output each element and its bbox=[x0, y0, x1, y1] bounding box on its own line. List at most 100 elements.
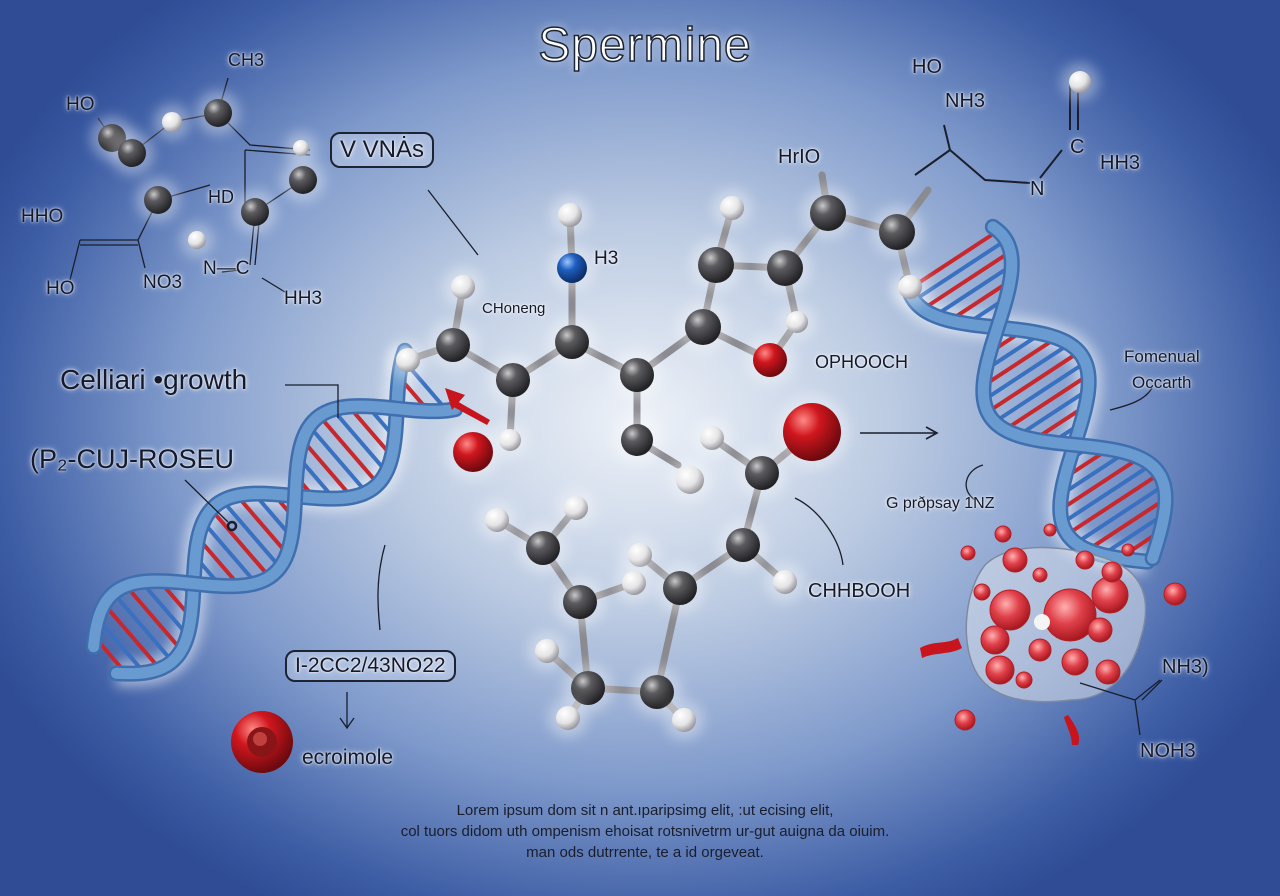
dna-base-pair bbox=[1059, 456, 1141, 512]
dna-base-pair bbox=[986, 350, 1081, 414]
label-ho-top-right: HO bbox=[912, 56, 942, 78]
dna-base-pair bbox=[921, 250, 1012, 311]
dna-base-pair bbox=[124, 584, 183, 652]
hydrogen-atom bbox=[676, 466, 704, 494]
cell-vesicle bbox=[1091, 576, 1129, 614]
cell-vesicle bbox=[1163, 582, 1187, 606]
dna-base-pair bbox=[221, 499, 282, 569]
carbon-atom bbox=[563, 585, 597, 619]
dna-base-pair bbox=[948, 279, 1012, 323]
cell-vesicle bbox=[994, 525, 1012, 543]
label-hrio: HrIO bbox=[778, 146, 821, 168]
caption-line: Lorem ipsum dom sit n ant.ıparipsimg eli… bbox=[456, 802, 834, 819]
cell-vesicle bbox=[989, 589, 1031, 631]
carbon-atom bbox=[571, 671, 605, 705]
label-ho-topleft: HO bbox=[66, 94, 95, 115]
label-n-right: N bbox=[1030, 178, 1045, 200]
hydrogen-atom bbox=[1069, 71, 1091, 93]
cell-vesicle bbox=[1101, 561, 1123, 583]
label-choneng: CHoneng bbox=[482, 300, 546, 317]
dna-strand-highlight bbox=[110, 345, 411, 680]
caption: Lorem ipsum dom sit n ant.ıparipsimg eli… bbox=[0, 800, 1280, 863]
oxygen-atom bbox=[453, 432, 493, 472]
hydrogen-atom bbox=[700, 426, 724, 450]
dna-base-pair bbox=[96, 617, 146, 675]
dna-base-pair bbox=[235, 494, 289, 556]
hydrogen-atom bbox=[396, 348, 420, 372]
cell-vesicle bbox=[973, 583, 991, 601]
hydrogen-atom bbox=[786, 311, 808, 333]
label-nh3-top-right: NH3 bbox=[945, 90, 986, 112]
dna-base-pair bbox=[1086, 497, 1167, 552]
dna-base-pair bbox=[347, 405, 394, 458]
cell-vesicle bbox=[980, 625, 1010, 655]
cell-vesicle bbox=[1032, 567, 1048, 583]
hydrogen-atom bbox=[499, 429, 521, 451]
atoms bbox=[90, 63, 1099, 740]
dna-strand-highlight bbox=[977, 221, 1172, 564]
hydrogen-atom bbox=[720, 196, 744, 220]
dna-base-pair bbox=[1003, 373, 1090, 432]
label-fomenual: Fomenual bbox=[1124, 347, 1200, 366]
hydrogen-atom bbox=[451, 275, 475, 299]
dna-base-pair bbox=[982, 342, 1071, 402]
carbon-atom bbox=[879, 214, 915, 250]
dna-base-pair bbox=[201, 520, 258, 585]
label-chhbooh: CHHBOOH bbox=[808, 580, 911, 602]
dna-base-pair bbox=[196, 536, 241, 588]
hydrogen-atom bbox=[628, 543, 652, 567]
carbon-atom bbox=[555, 325, 589, 359]
cell-vesicle bbox=[1002, 547, 1028, 573]
label-cellular-growth: Celliari •growth bbox=[60, 364, 248, 395]
dna-base-pair bbox=[301, 438, 354, 499]
label-ch3: CH3 bbox=[228, 50, 265, 70]
carbon-atom bbox=[144, 186, 172, 214]
cell-vesicle bbox=[1095, 659, 1121, 685]
hydrogen-atom bbox=[558, 203, 582, 227]
label-noh3: NOH3 bbox=[1140, 740, 1196, 762]
cell-vesicle bbox=[985, 655, 1015, 685]
cell-vesicle bbox=[960, 545, 976, 561]
nitrogen-atom bbox=[557, 253, 587, 283]
carbon-atom bbox=[685, 309, 721, 345]
oxygen-atom bbox=[783, 403, 841, 461]
label-occarth: Occarth bbox=[1132, 373, 1192, 392]
dna-base-pair bbox=[933, 263, 1013, 318]
cell-vesicle bbox=[1028, 638, 1052, 662]
hydrogen-atom bbox=[672, 708, 696, 732]
carbon-atom bbox=[726, 528, 760, 562]
label-g-prpsay: G prðpsay 1NZ bbox=[886, 495, 995, 512]
hydrogen-atom bbox=[293, 140, 309, 156]
hydrogen-atom bbox=[535, 639, 559, 663]
dna-base-pair bbox=[1066, 472, 1161, 536]
dna-base-pair bbox=[982, 336, 1058, 388]
label-hh3-left: HH3 bbox=[284, 288, 323, 309]
carbon-atom bbox=[745, 456, 779, 490]
hydrogen-atom bbox=[556, 706, 580, 730]
dna-base-pair bbox=[331, 408, 388, 474]
label-formula-box: I-2CC2/43NO22 bbox=[285, 650, 456, 682]
dna-base-pair bbox=[102, 603, 162, 671]
dna-base-pair bbox=[140, 580, 190, 637]
label-p2-cuj-roseu: (P₂-CUJ-ROSEU bbox=[30, 444, 234, 474]
cell-vesicle bbox=[1087, 617, 1113, 643]
dna-helices bbox=[85, 218, 1174, 687]
carbon-atom bbox=[767, 250, 803, 286]
carbon-atom bbox=[118, 139, 146, 167]
carbon-atom bbox=[241, 198, 269, 226]
carbon-atom bbox=[436, 328, 470, 362]
carbon-atom bbox=[204, 99, 232, 127]
carbon-atom bbox=[810, 195, 846, 231]
carbon-atom bbox=[640, 675, 674, 709]
label-c-right: C bbox=[1070, 136, 1085, 158]
label-ecroimole: ecroimole bbox=[302, 746, 394, 769]
caption-line: man ods dutrrente, te a id orgeveat. bbox=[526, 844, 764, 861]
dna-strand-highlight bbox=[901, 277, 1153, 568]
dna-base-pair bbox=[317, 414, 380, 486]
label-hd: HD bbox=[208, 187, 234, 207]
label-ophooch: OPHOOCH bbox=[815, 352, 909, 372]
carbon-atom bbox=[698, 247, 734, 283]
label-hh3-right: HH3 bbox=[1100, 152, 1141, 174]
carbon-atom bbox=[620, 358, 654, 392]
label-nh3-bottom-right: NH3) bbox=[1162, 656, 1209, 678]
